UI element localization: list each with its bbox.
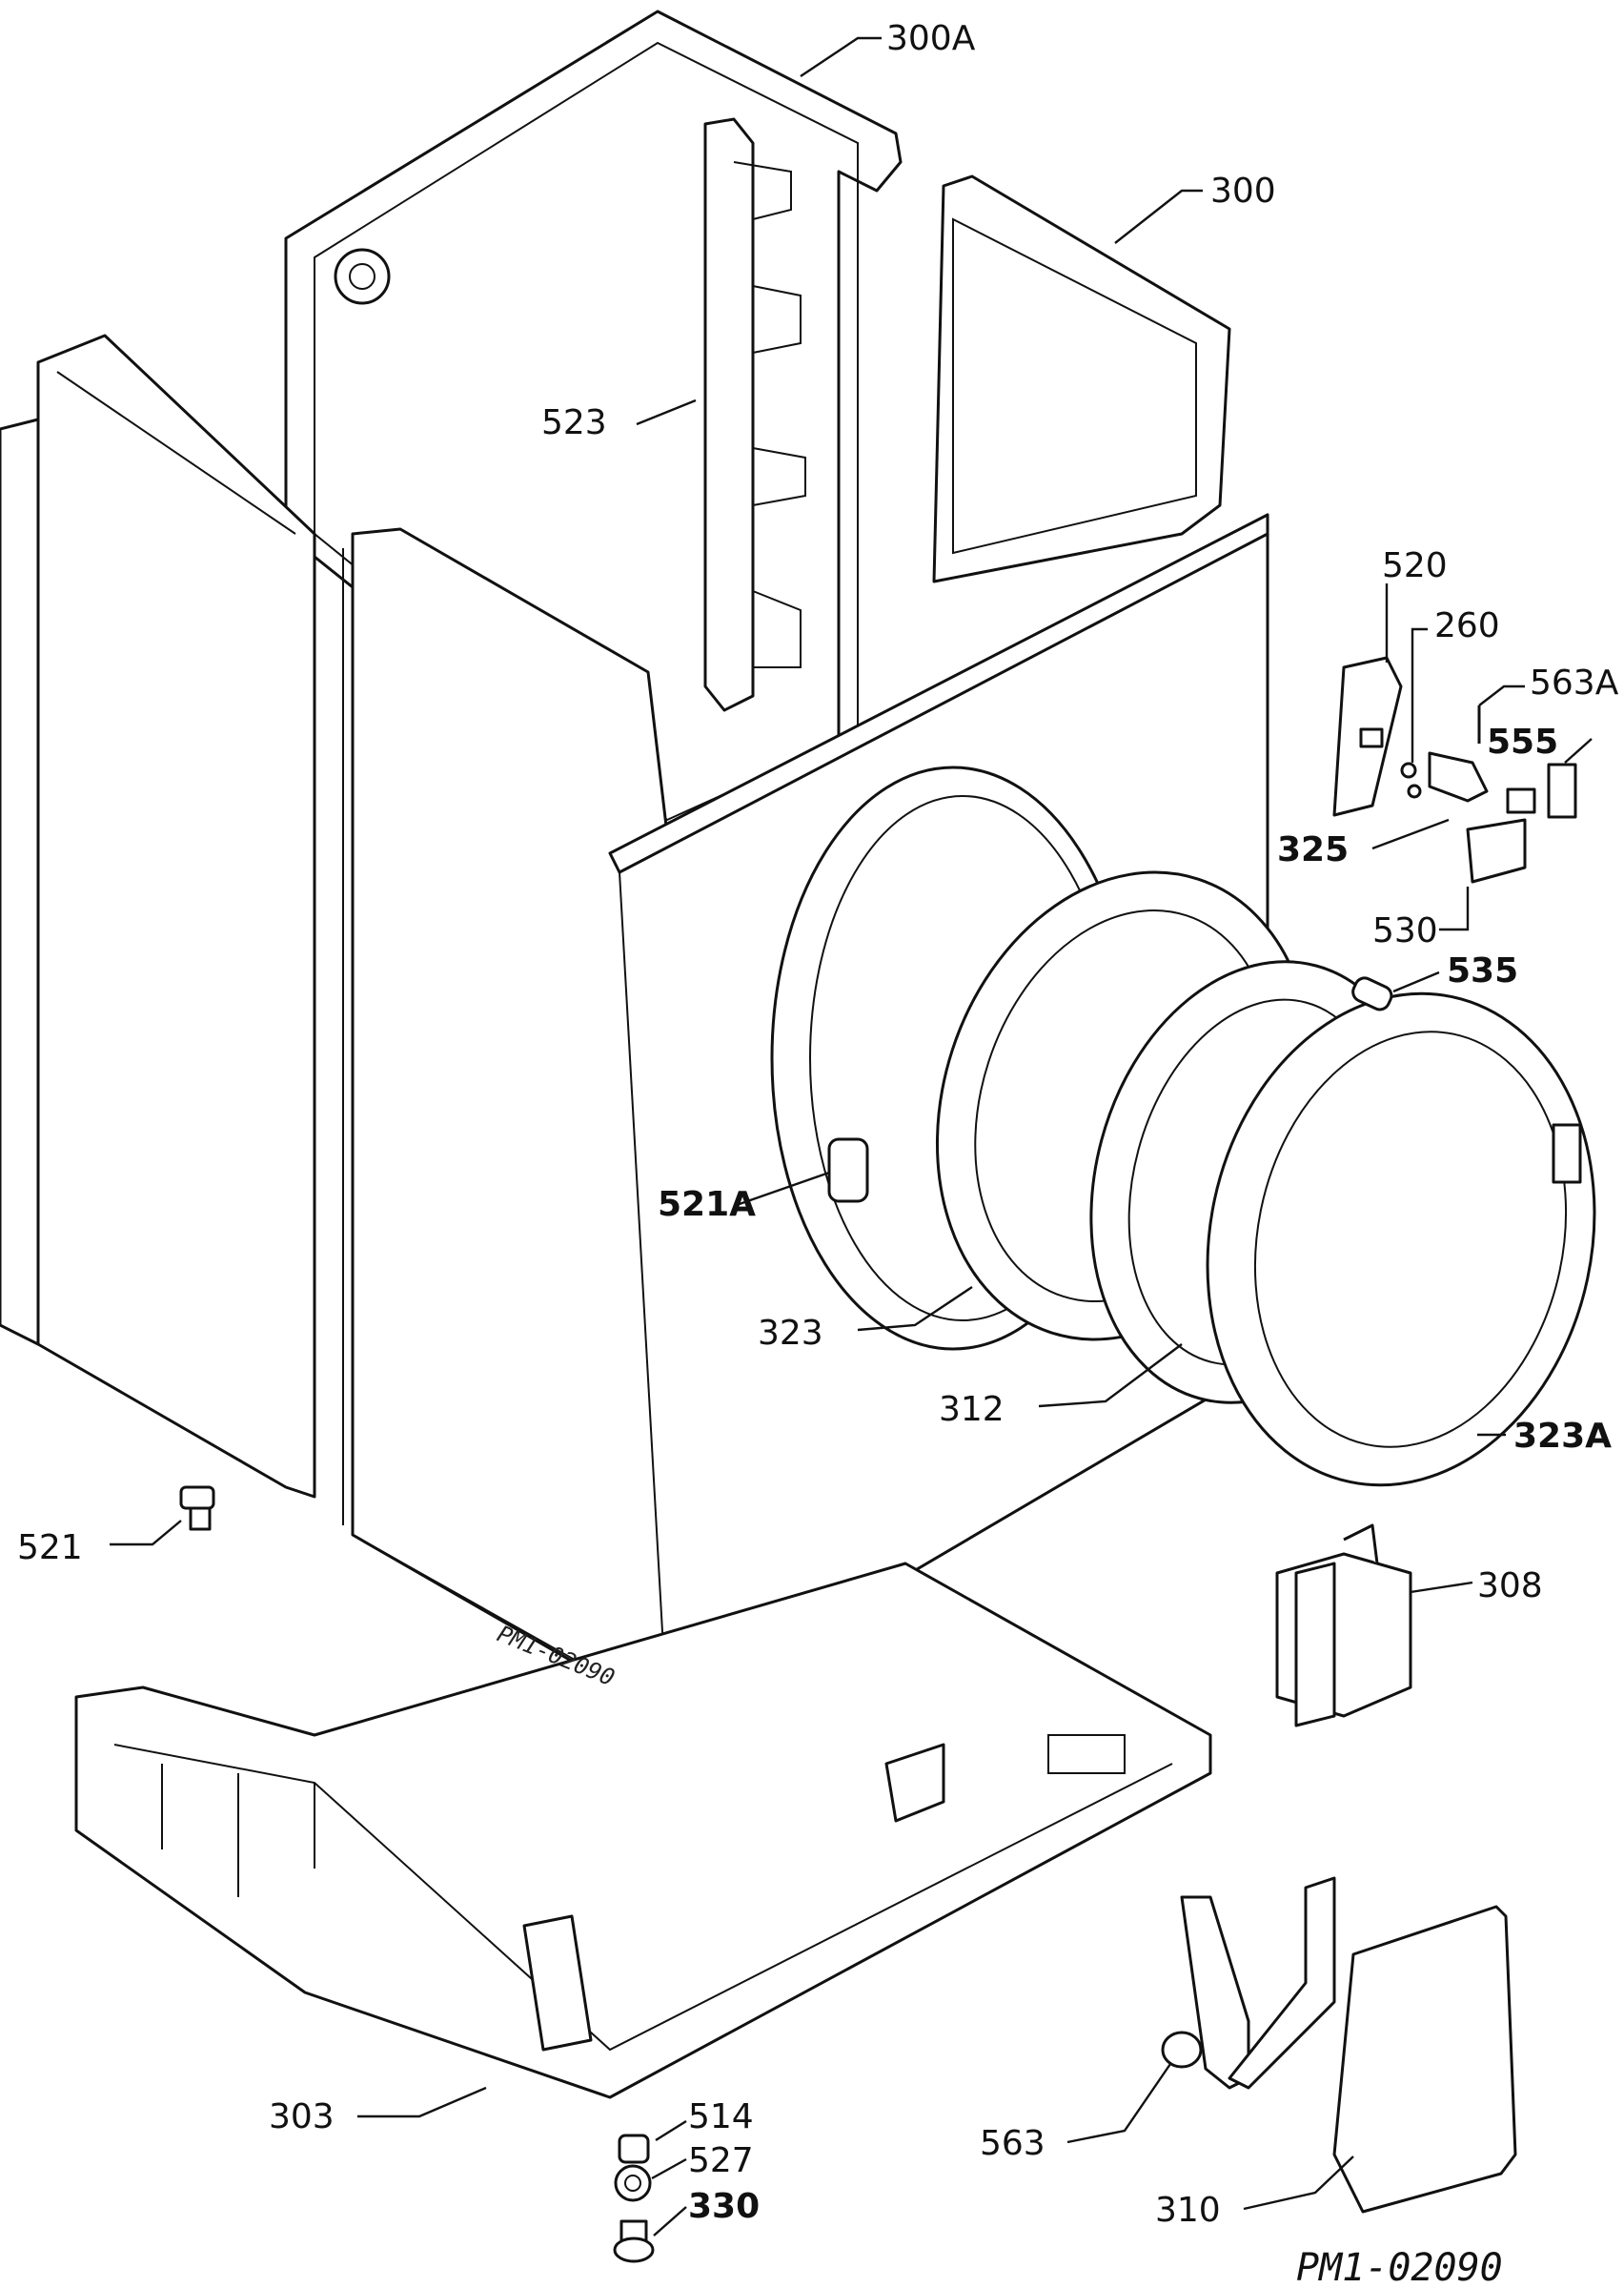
callout-523: 523 [541, 403, 607, 442]
callout-325: 325 [1277, 830, 1349, 869]
callout-555: 555 [1487, 723, 1558, 762]
callout-521: 521 [17, 1528, 83, 1567]
screw-521 [179, 1485, 215, 1531]
callout-310: 310 [1155, 2191, 1221, 2230]
callout-312: 312 [939, 1390, 1005, 1429]
drawing-code: PM1-02090 [1296, 2246, 1503, 2288]
callout-labels: 300A 300 523 520 260 563A 555 325 530 53… [17, 19, 1619, 2230]
callout-521A: 521A [658, 1185, 756, 1224]
vertical-rail-523 [703, 117, 806, 712]
leader-lines [110, 36, 1593, 2237]
callout-530: 530 [1372, 911, 1438, 950]
hinge-308 [1275, 1523, 1412, 1727]
service-flap-310 [1332, 1905, 1517, 2214]
callout-563: 563 [980, 2124, 1045, 2163]
callout-520: 520 [1382, 546, 1448, 585]
door-ring-323A [1206, 991, 1596, 1487]
callout-563A: 563A [1530, 664, 1619, 703]
callout-514: 514 [688, 2097, 754, 2136]
callout-300: 300 [1210, 172, 1276, 211]
callout-535: 535 [1447, 951, 1518, 991]
callout-323: 323 [758, 1314, 823, 1353]
callout-260: 260 [1434, 606, 1500, 645]
left-side-panel [0, 334, 316, 1499]
foot-parts [613, 2134, 655, 2263]
rear-right-frame-300 [932, 174, 1231, 583]
callout-527: 527 [688, 2141, 754, 2180]
door-lock-parts [1332, 656, 1577, 1011]
bottom-bracket-563 [1161, 1876, 1336, 2090]
callout-303: 303 [269, 2097, 335, 2136]
callout-300A: 300A [886, 19, 976, 58]
callout-323A: 323A [1513, 1417, 1612, 1456]
callout-330: 330 [688, 2187, 760, 2226]
base-frame-303 [74, 1562, 1212, 2099]
callout-308: 308 [1477, 1566, 1543, 1605]
